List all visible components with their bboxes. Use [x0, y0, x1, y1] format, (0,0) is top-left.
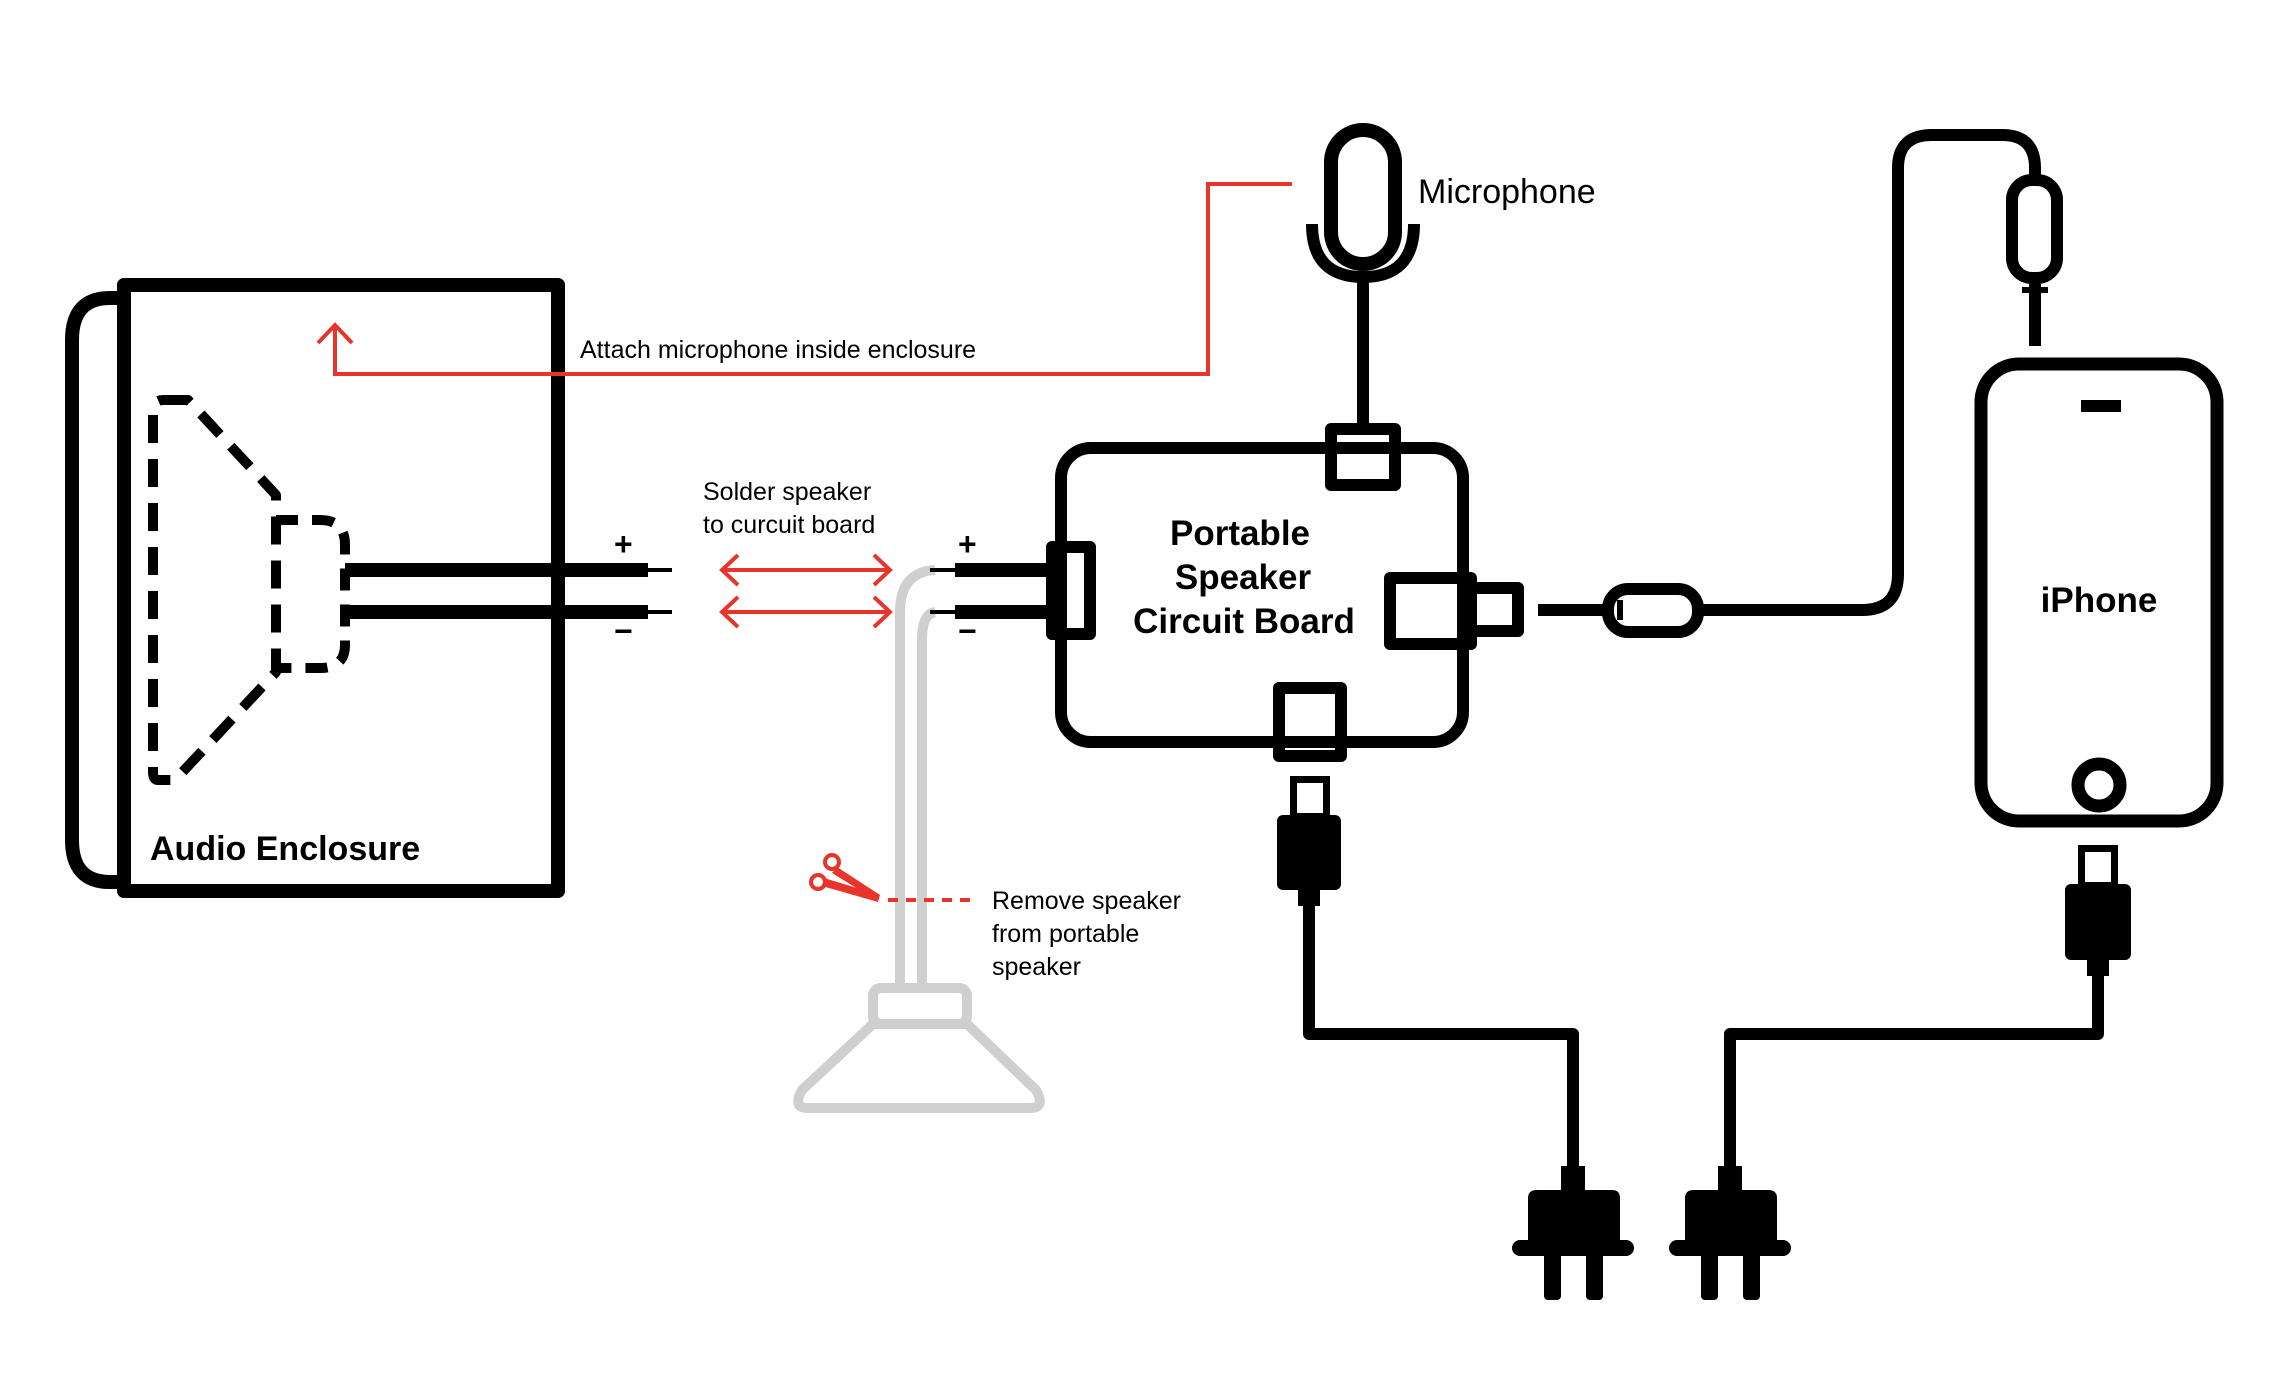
minus-sign-right: −	[958, 613, 977, 649]
solder-note-line1: Solder speaker	[703, 478, 871, 506]
board-power-cable	[1277, 776, 1634, 1300]
power-plug-icon	[1512, 1166, 1634, 1300]
iphone-power-cable	[1669, 845, 2131, 1300]
microphone-label: Microphone	[1418, 173, 1596, 211]
minus-sign-left: −	[614, 613, 633, 649]
plus-sign-left: +	[614, 526, 633, 562]
circuit-board-label-1: Portable	[1170, 514, 1310, 553]
circuit-board: + − Portable Speaker Circuit Board	[930, 423, 1524, 762]
solder-annotation: Solder speaker to curcuit board	[703, 478, 893, 629]
mic-port	[1325, 423, 1401, 491]
iphone-icon: iPhone	[1974, 357, 2224, 828]
remove-note-line1: Remove speaker	[992, 887, 1181, 915]
iphone-label: iPhone	[2041, 581, 2158, 620]
audio-jack-icon	[2006, 174, 2063, 346]
attach-mic-annotation: Attach microphone inside enclosure	[316, 182, 1292, 376]
circuit-board-label-2: Speaker	[1175, 558, 1312, 597]
audio-enclosure: Audio Enclosure	[65, 278, 565, 898]
microphone-icon: Microphone	[1306, 123, 1596, 429]
scissors-icon	[809, 853, 880, 902]
audio-jack-icon	[1538, 583, 1704, 638]
power-port	[1273, 682, 1347, 762]
remove-note-line3: speaker	[992, 953, 1081, 981]
enclosure-speaker-icon	[148, 395, 350, 785]
solder-note-line2: to curcuit board	[703, 511, 875, 539]
plus-sign-right: +	[958, 526, 977, 562]
lightning-connector-icon	[2065, 845, 2131, 976]
enclosure-wires: + −	[345, 526, 672, 649]
power-plug-icon	[1669, 1166, 1791, 1300]
removed-speaker-icon	[793, 565, 1045, 1113]
remove-annotation: Remove speaker from portable speaker	[809, 853, 1181, 981]
attach-mic-note: Attach microphone inside enclosure	[580, 336, 976, 364]
lightning-connector-icon	[1277, 776, 1341, 906]
speaker-port	[1046, 541, 1096, 640]
audio-enclosure-label: Audio Enclosure	[150, 830, 420, 868]
remove-note-line2: from portable	[992, 920, 1139, 948]
circuit-board-label-3: Circuit Board	[1133, 602, 1355, 641]
audio-cable	[1538, 129, 2063, 638]
